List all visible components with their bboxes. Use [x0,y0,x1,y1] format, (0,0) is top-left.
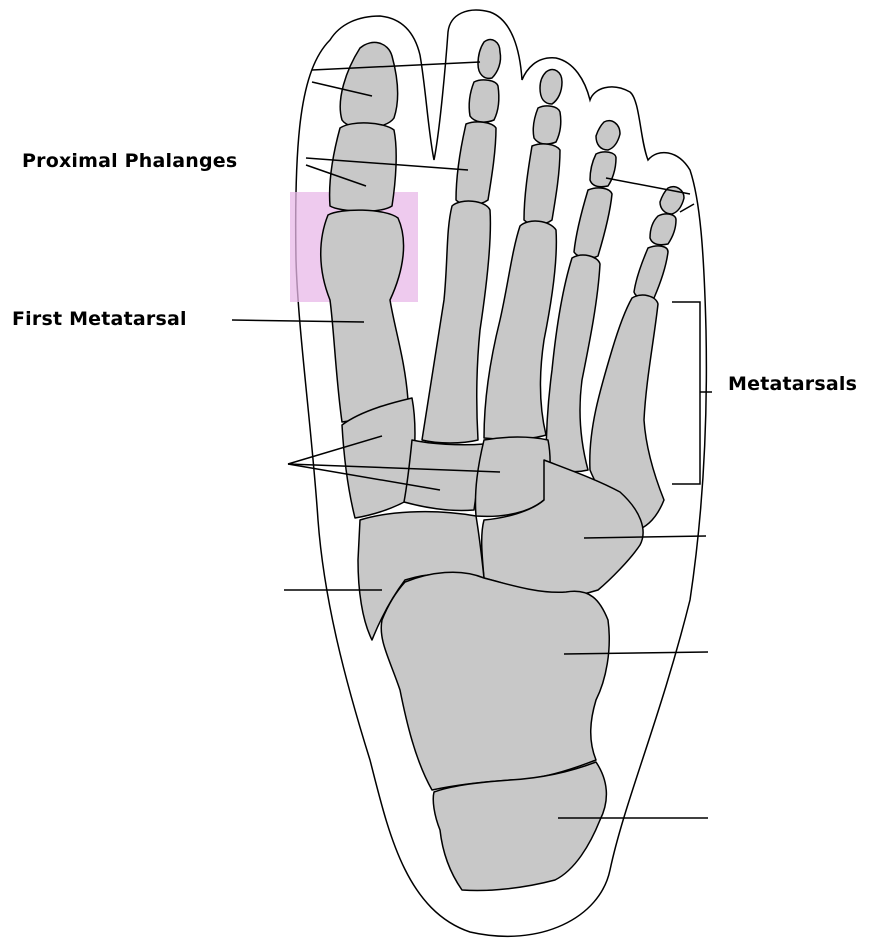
label-metatarsals: Metatarsals [728,373,857,395]
label-proximal-phalanges: Proximal Phalanges [22,150,237,172]
leader-line-toe-tips [312,62,480,70]
third-toe-proximal [524,144,560,225]
third-metatarsal [484,221,556,439]
second-metatarsal [422,201,490,443]
hallux-distal-phalanx [340,42,397,128]
fifth-toe-middle [650,214,676,245]
talus [381,572,609,790]
fourth-toe-distal [596,121,620,150]
second-toe-proximal [456,122,496,205]
fifth-toe-proximal [634,246,668,299]
third-toe-middle [533,106,561,144]
fourth-toe-proximal [574,188,612,258]
intermediate-cuneiform [404,440,484,511]
fourth-toe-middle [590,152,616,187]
label-first-metatarsal: First Metatarsal [12,308,187,330]
leader-line-lateral-toes-1 [606,178,690,194]
second-toe-distal [478,40,501,79]
third-toe-distal [540,70,562,104]
hallux-proximal-phalanx [330,123,397,211]
first-metatarsal-bone [321,210,408,422]
metatarsals-bracket [672,302,700,484]
second-toe-middle [469,80,499,122]
